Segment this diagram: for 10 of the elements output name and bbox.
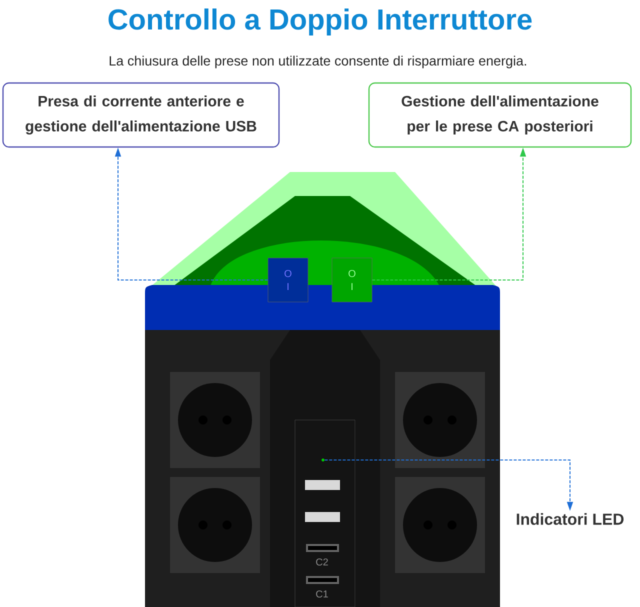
rocker-switch: O I xyxy=(268,258,308,302)
port-label: C1 xyxy=(316,590,328,598)
port-label: C2 xyxy=(316,558,328,566)
label-box: Gestione dell'alimentazione per le prese CA posteriori xyxy=(368,82,632,148)
label-box: Presa di corrente anteriore e gestione dell'alimentazione USB xyxy=(2,82,280,148)
led-light xyxy=(322,458,324,462)
rocker-switch: O I xyxy=(332,258,372,302)
subtitle: La chiusura delle prese non utilizzate consente di risparmiare energia. xyxy=(110,56,526,68)
title: Controllo a Doppio Interruttore xyxy=(108,8,532,36)
callout-text: Indicatori LED xyxy=(516,513,624,525)
